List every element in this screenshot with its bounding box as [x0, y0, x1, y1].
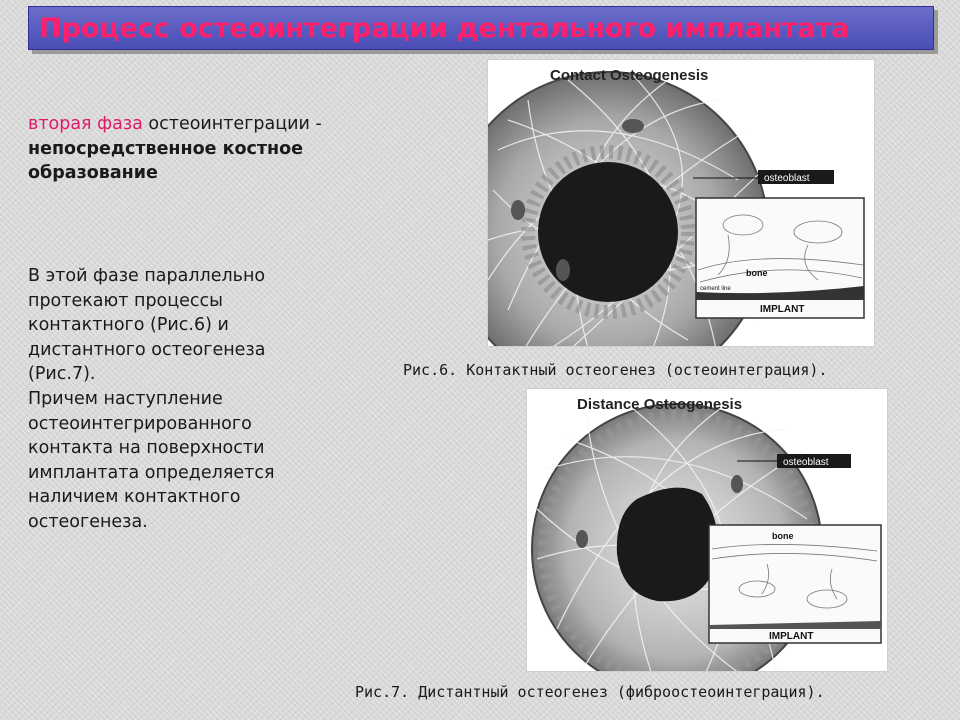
- phase-statement: вторая фаза остеоинтеграции - непосредст…: [28, 112, 398, 186]
- phase-accent: вторая фаза: [28, 114, 143, 134]
- inset-cells: [711, 544, 878, 609]
- lacuna: [731, 475, 743, 493]
- osteoblast-label-box: [777, 454, 851, 468]
- osteoblast-label: osteoblast: [783, 457, 829, 468]
- bone-label: bone: [772, 531, 794, 541]
- implant-surface: [696, 286, 864, 300]
- cement-line-label: cement line: [700, 286, 731, 292]
- inset-cells: [697, 214, 864, 283]
- bone-label: bone: [746, 268, 768, 278]
- figure-6-title: Contact Osteogenesis: [550, 67, 708, 84]
- contact-osteogenesis-illustration: Contact Osteogenesis osteoblast bone cem…: [447, 67, 865, 393]
- body-paragraph-2: Причем наступление остеоинтегрированного…: [28, 388, 275, 532]
- lacuna: [576, 530, 588, 548]
- body-text: В этой фазе параллельно протекают процес…: [28, 264, 338, 535]
- lacuna: [511, 200, 525, 220]
- title-bar: Процесс остеоинтеграции дентального импл…: [28, 6, 934, 50]
- figure-distance-osteogenesis: Distance Osteogenesis osteoblast bone IM…: [526, 388, 888, 695]
- phase-normal: остеоинтеграции -: [142, 114, 322, 134]
- phase-bold: непосредственное костное образование: [28, 138, 304, 184]
- lacuna: [622, 119, 644, 133]
- osteoblast-label-box: [758, 170, 834, 184]
- implant-surface: [709, 621, 881, 629]
- implant-label: IMPLANT: [760, 304, 804, 315]
- osteoblast-label: osteoblast: [764, 173, 810, 184]
- lacuna: [556, 259, 570, 281]
- figure-7-title: Distance Osteogenesis: [577, 396, 742, 413]
- figure-7-caption: Рис.7. Дистантный остеогенез (фиброостео…: [355, 683, 825, 701]
- figure-contact-osteogenesis: Contact Osteogenesis osteoblast bone cem…: [447, 59, 875, 393]
- implant-label: IMPLANT: [769, 631, 813, 642]
- osteoblast-ring: [521, 145, 695, 319]
- distance-osteogenesis-illustration: Distance Osteogenesis osteoblast bone IM…: [531, 396, 882, 695]
- slide-title: Процесс остеоинтеграции дентального импл…: [39, 12, 850, 44]
- figure-6-caption: Рис.6. Контактный остеогенез (остеоинтег…: [403, 361, 828, 379]
- implant-cross-section: [538, 162, 678, 302]
- implant-cross-section: [616, 487, 718, 602]
- body-paragraph-1: В этой фазе параллельно протекают процес…: [28, 266, 266, 385]
